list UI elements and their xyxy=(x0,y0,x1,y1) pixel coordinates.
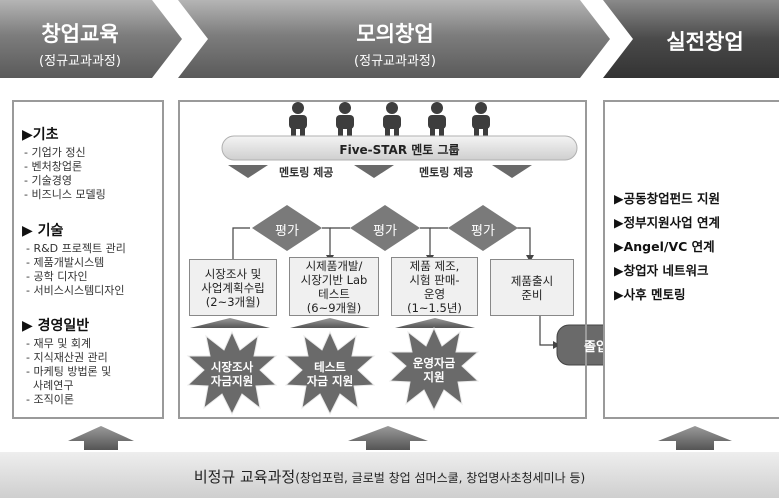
evaluation-diamond-1 xyxy=(252,205,322,251)
section-list-technology: - R&D 프로젝트 관리 - 제품개발시스템 - 공학 디자인 - 서비스시스… xyxy=(26,242,126,298)
list-item: - 지식재산권 관리 xyxy=(26,351,108,364)
list-item: - 서비스시스템디자인 xyxy=(26,284,125,297)
list-item: - R&D 프로젝트 관리 xyxy=(26,242,126,255)
header-title-real-startup: 실전창업 xyxy=(666,30,744,54)
mentor-group-bar xyxy=(221,135,578,161)
evaluation-label-3: 평가 xyxy=(471,224,495,239)
header-chevron-3 xyxy=(603,0,779,78)
mentoring-label-1: 멘토링 제공 xyxy=(279,166,334,179)
mentoring-down-arrows xyxy=(228,165,532,178)
header-subtitle-mock-startup: (정규교과과정) xyxy=(354,54,436,69)
stage-box-launch-prep: 제품출시 준비 xyxy=(490,259,574,316)
evaluation-diamond-3 xyxy=(448,205,518,251)
section-heading-management: ▶ 경영일반 xyxy=(22,318,90,334)
list-item: - 기술경영 xyxy=(24,174,72,187)
footer-up-arrow-3 xyxy=(658,426,732,450)
section-heading-basics: ▶기초 xyxy=(22,127,59,143)
stage-box-prototype: 시제품개발/ 시장기반 Lab 테스트 (6~9개월) xyxy=(289,257,379,316)
list-item: - 재무 및 회계 xyxy=(26,337,92,350)
funding-label-3: 운영자금 지원 xyxy=(412,356,456,384)
list-item: 사례연구 xyxy=(26,379,74,392)
real-startup-panel xyxy=(603,100,779,419)
footer-text: 비정규 교육과정(창업포럼, 글로벌 창업 섬머스쿨, 창업명사초청세미나 등) xyxy=(0,466,779,487)
mentor-person-icons xyxy=(289,102,490,137)
list-item: - 마케팅 방법론 및 xyxy=(26,365,112,378)
right-item-fund: ▶공동창업펀드 지원 xyxy=(614,191,720,206)
header-chevron-1 xyxy=(0,0,182,78)
funding-star-3 xyxy=(388,326,480,412)
section-list-management: - 재무 및 회계 - 지식재산권 관리 - 마케팅 방법론 및 사례연구 - … xyxy=(26,337,111,407)
footer-bar xyxy=(0,452,779,498)
mentor-group-label: Five-STAR 멘토 그룹 xyxy=(339,143,460,157)
funding-label-1: 시장조사 자금지원 xyxy=(210,360,254,388)
funding-star-1 xyxy=(186,330,278,416)
stage-box-market-research: 시장조사 및 사업계획수립 (2~3개월) xyxy=(189,259,277,316)
stage-box-manufacturing: 제품 제조, 시험 판매- 운영 (1~1.5년) xyxy=(391,257,478,316)
footer-up-arrow-2 xyxy=(348,426,428,450)
mentoring-label-2: 멘토링 제공 xyxy=(419,166,474,179)
list-item: - 비즈니스 모델링 xyxy=(24,188,106,201)
right-item-angel-vc: ▶Angel/VC 연계 xyxy=(614,239,715,254)
section-list-basics: - 기업가 정신 - 벤처창업론 - 기술경영 - 비즈니스 모델링 xyxy=(24,146,106,202)
header-subtitle-education: (정규교과과정) xyxy=(39,54,121,69)
evaluation-diamond-2 xyxy=(350,205,420,251)
funding-star-2 xyxy=(284,330,376,416)
stage-up-arrows xyxy=(190,318,475,328)
flow-connectors xyxy=(232,227,556,346)
evaluation-label-2: 평가 xyxy=(373,224,397,239)
education-panel xyxy=(12,100,164,419)
evaluation-label-1: 평가 xyxy=(275,224,299,239)
mock-startup-panel xyxy=(178,100,587,419)
funding-label-2: 테스트 자금 지원 xyxy=(306,360,354,388)
right-item-mentoring: ▶사후 멘토링 xyxy=(614,287,686,302)
header-title-education: 창업교육 xyxy=(41,22,119,46)
list-item: - 제품개발시스템 xyxy=(26,256,105,269)
header-chevron-2 xyxy=(178,0,610,78)
right-item-network: ▶창업자 네트워크 xyxy=(614,263,709,278)
footer-title: 비정규 교육과정 xyxy=(193,468,296,486)
list-item: - 공학 디자인 xyxy=(26,270,88,283)
graduation-label: 졸업 xyxy=(584,340,608,355)
footer-up-arrow-1 xyxy=(68,426,134,450)
header-title-mock-startup: 모의창업 xyxy=(356,22,434,46)
footer-detail: (창업포럼, 글로벌 창업 섬머스쿨, 창업명사초청세미나 등) xyxy=(295,471,586,485)
list-item: - 조직이론 xyxy=(26,393,74,406)
list-item: - 벤처창업론 xyxy=(24,160,83,173)
list-item: - 기업가 정신 xyxy=(24,146,86,159)
section-heading-technology: ▶ 기술 xyxy=(22,223,64,239)
right-item-government: ▶정부지원사업 연계 xyxy=(614,215,720,230)
